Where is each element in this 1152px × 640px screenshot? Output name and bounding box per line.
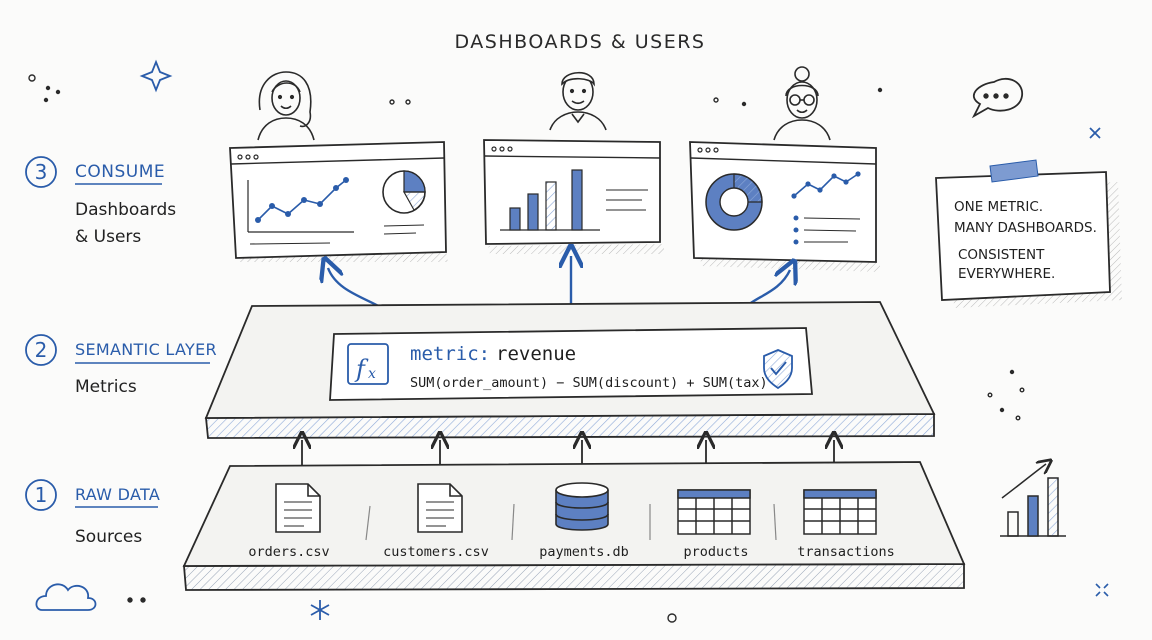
function-icon: f x <box>347 343 389 385</box>
metric-name: revenue <box>496 343 576 365</box>
source-label-transactions: transactions <box>797 544 895 560</box>
metric-formula: SUM(order_amount) − SUM(discount) + SUM(… <box>410 375 768 391</box>
tier-3-title: CONSUME <box>75 162 165 182</box>
small-sparkle-icon <box>1095 583 1109 597</box>
tier-3-subtitle-line-2: & Users <box>75 227 141 247</box>
tier-2-subtitle-line-1: Metrics <box>75 377 137 397</box>
shield-check-icon <box>763 349 793 390</box>
note-line-2: MANY DASHBOARDS. <box>954 220 1097 236</box>
dashboard-panel-bar-chart <box>483 139 664 254</box>
tier-3-label: 3 CONSUME Dashboards & Users <box>25 156 176 247</box>
growth-chart-icon <box>1000 464 1066 537</box>
sticky-note: ONE METRIC. MANY DASHBOARDS. CONSISTENT … <box>935 159 1122 308</box>
man-avatar-icon <box>549 71 607 131</box>
metric-label: metric: <box>410 343 490 365</box>
tier-1-number: 1 <box>35 483 48 507</box>
tier-3-subtitle-line-1: Dashboards <box>75 200 176 220</box>
source-label-orders: orders.csv <box>248 544 329 560</box>
note-line-1: ONE METRIC. <box>954 199 1043 215</box>
file-icon <box>275 483 321 533</box>
cloud-icon <box>35 583 97 611</box>
dots-decoration <box>28 74 1025 623</box>
tier-1-title: RAW DATA <box>75 485 160 504</box>
tier-1-subtitle-line-1: Sources <box>75 527 142 547</box>
cross-icon <box>1089 127 1101 139</box>
asterisk-icon <box>310 600 330 620</box>
tier-2-title: SEMANTIC LAYER <box>75 340 217 359</box>
tier-1-label: 1 RAW DATA Sources <box>25 479 160 547</box>
woman-glasses-avatar-icon <box>773 66 831 141</box>
tier-2-number: 2 <box>35 338 48 362</box>
sparkle-icon <box>139 59 173 93</box>
source-label-products: products <box>683 544 748 560</box>
file-icon <box>417 483 463 533</box>
speech-bubble-icon <box>971 77 1023 119</box>
note-line-3: CONSISTENT <box>958 247 1045 263</box>
database-icon <box>555 482 609 531</box>
diagram-title: DASHBOARDS & USERS <box>455 31 706 53</box>
tier-2-label: 2 SEMANTIC LAYER Metrics <box>25 334 217 397</box>
dashboard-panel-line-chart <box>229 141 448 262</box>
source-label-payments: payments.db <box>539 544 628 560</box>
note-line-4: EVERYWHERE. <box>958 266 1055 282</box>
source-label-customers: customers.csv <box>383 544 489 560</box>
svg-text:x: x <box>368 366 376 382</box>
table-icon <box>677 489 751 535</box>
tier-3-number: 3 <box>35 160 48 184</box>
table-icon <box>803 489 877 535</box>
dashboard-panel-donut-chart <box>689 141 880 272</box>
metric-definition-card: f x metric: revenue SUM(order_amount) − … <box>329 327 813 401</box>
woman-avatar-icon <box>257 71 315 141</box>
